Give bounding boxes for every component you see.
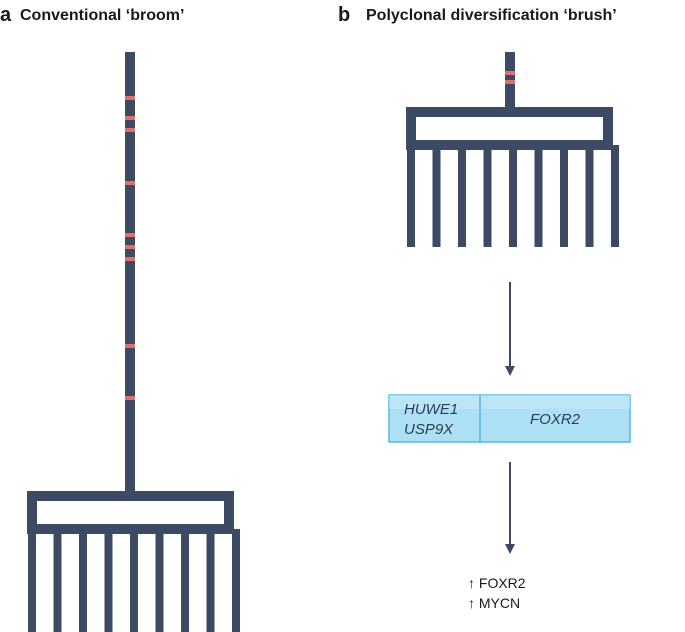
output-mycn-up: ↑ MYCN xyxy=(468,595,520,611)
bristle xyxy=(585,145,594,247)
mutation-mark xyxy=(125,344,135,348)
brush-b-mutation-marks xyxy=(505,71,515,84)
bristle xyxy=(28,529,36,632)
bristle xyxy=(155,529,164,632)
bristle xyxy=(53,529,62,632)
broom-a-stem xyxy=(125,52,135,496)
bristle xyxy=(181,529,189,632)
mutation-mark xyxy=(125,396,135,400)
mutation-mark xyxy=(125,116,135,120)
bristle xyxy=(206,529,215,632)
gene-huwe1: HUWE1 xyxy=(404,401,458,418)
panel-b-letter: b xyxy=(338,4,350,26)
bristle xyxy=(232,529,240,632)
brush-b-head xyxy=(406,107,613,150)
bristle xyxy=(104,529,113,632)
gene-usp9x: USP9X xyxy=(404,421,454,438)
mutation-mark xyxy=(125,257,135,261)
conventional-broom xyxy=(27,52,240,632)
polyclonal-brush xyxy=(406,52,619,247)
mutation-mark xyxy=(125,181,135,185)
gene-foxr2: FOXR2 xyxy=(530,411,581,428)
bristle xyxy=(509,145,517,247)
mutation-mark xyxy=(125,233,135,237)
panel-a-title: Conventional ‘broom’ xyxy=(20,7,184,24)
bristle xyxy=(458,145,466,247)
bristle xyxy=(79,529,87,632)
bristle xyxy=(483,145,492,247)
arrow-down-icon xyxy=(505,462,515,554)
mutation-mark xyxy=(505,80,515,84)
broom-a-mutation-marks xyxy=(125,96,135,400)
alteration-box: HUWE1 USP9X FOXR2 xyxy=(388,394,631,443)
mutation-mark xyxy=(125,245,135,249)
output-foxr2-up: ↑ FOXR2 xyxy=(468,575,526,591)
bristle xyxy=(611,145,619,247)
broom-a-bristles xyxy=(28,529,240,632)
bristle xyxy=(130,529,138,632)
panel-a-letter: a xyxy=(0,4,12,26)
arrow-down-icon xyxy=(505,282,515,376)
panel-b-title: Polyclonal diversification ‘brush’ xyxy=(366,7,617,24)
mutation-mark xyxy=(125,128,135,132)
bristle xyxy=(432,145,441,247)
bristle xyxy=(407,145,415,247)
bristle xyxy=(534,145,543,247)
mutation-mark xyxy=(505,71,515,75)
mutation-mark xyxy=(125,96,135,100)
brush-b-bristles xyxy=(407,145,619,247)
broom-a-head xyxy=(27,491,234,534)
bristle xyxy=(560,145,568,247)
